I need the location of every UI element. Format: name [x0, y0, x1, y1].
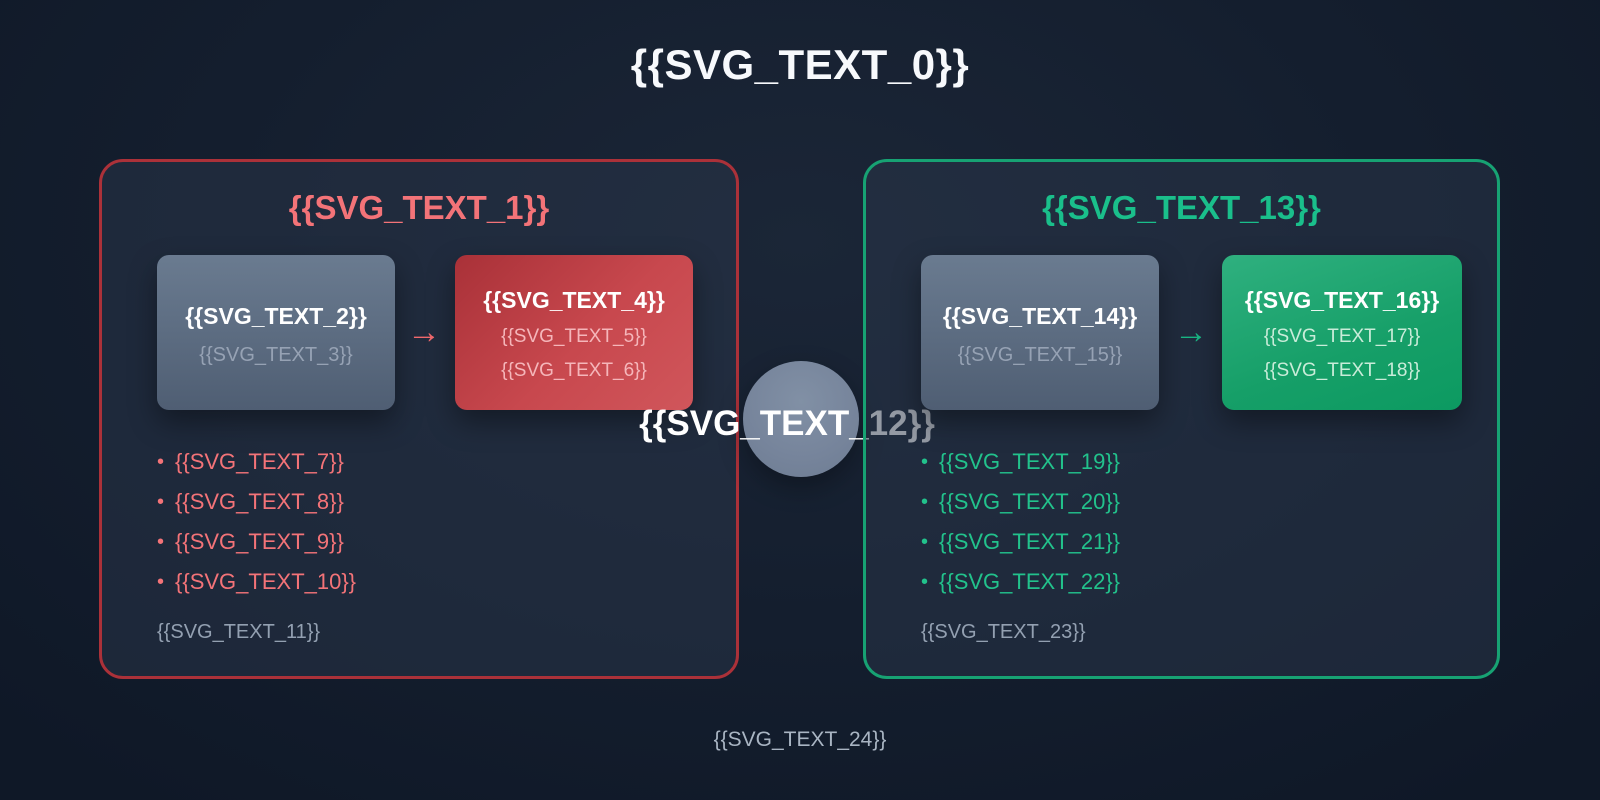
- right-panel-footnote: {{SVG_TEXT_23}}: [921, 621, 1086, 643]
- left-bullet-item: • {{SVG_TEXT_10}}: [157, 562, 706, 602]
- right-bullet-label: {{SVG_TEXT_22}}: [939, 569, 1121, 594]
- left-bullet-label: {{SVG_TEXT_9}}: [175, 529, 344, 554]
- bullet-dot-icon: •: [921, 451, 929, 473]
- right-output-card-line3: {{SVG_TEXT_18}}: [1263, 360, 1421, 381]
- right-comparison-panel: {{SVG_TEXT_13}} {{SVG_TEXT_14}} {{SVG_TE…: [863, 159, 1500, 679]
- bullet-dot-icon: •: [157, 451, 165, 473]
- left-panel-footnote: {{SVG_TEXT_11}}: [157, 621, 321, 643]
- right-bullet-item: • {{SVG_TEXT_21}}: [921, 522, 1467, 562]
- left-output-card-line2: {{SVG_TEXT_5}}: [501, 326, 647, 347]
- left-flow-arrow-icon: →: [407, 313, 441, 351]
- bullet-dot-icon: •: [921, 531, 929, 553]
- right-bullet-item: • {{SVG_TEXT_20}}: [921, 482, 1467, 522]
- bullet-dot-icon: •: [921, 571, 929, 593]
- left-input-card: {{SVG_TEXT_2}} {{SVG_TEXT_3}}: [157, 255, 395, 410]
- right-bullet-item: • {{SVG_TEXT_22}}: [921, 562, 1467, 602]
- right-input-card-title: {{SVG_TEXT_14}}: [942, 302, 1138, 329]
- vs-badge-circle: [743, 361, 859, 477]
- right-bullet-item: • {{SVG_TEXT_19}}: [921, 442, 1467, 482]
- right-bullet-label: {{SVG_TEXT_20}}: [939, 489, 1121, 514]
- right-bullet-label: {{SVG_TEXT_21}}: [939, 529, 1121, 554]
- right-bullet-label: {{SVG_TEXT_19}}: [939, 449, 1121, 474]
- bullet-dot-icon: •: [157, 531, 165, 553]
- bullet-dot-icon: •: [157, 491, 165, 513]
- left-input-card-subtitle: {{SVG_TEXT_3}}: [199, 343, 353, 366]
- left-bullet-label: {{SVG_TEXT_7}}: [175, 449, 344, 474]
- left-output-card-title: {{SVG_TEXT_4}}: [483, 287, 665, 313]
- left-comparison-panel: {{SVG_TEXT_1}} {{SVG_TEXT_2}} {{SVG_TEXT…: [99, 159, 739, 679]
- left-bullet-item: • {{SVG_TEXT_7}}: [157, 442, 706, 482]
- left-panel-title: {{SVG_TEXT_1}}: [288, 189, 550, 226]
- left-input-card-title: {{SVG_TEXT_2}}: [185, 302, 367, 329]
- right-output-card-line2: {{SVG_TEXT_17}}: [1263, 326, 1421, 347]
- bullet-dot-icon: •: [157, 571, 165, 593]
- left-output-card-line3: {{SVG_TEXT_6}}: [501, 360, 647, 381]
- right-input-card: {{SVG_TEXT_14}} {{SVG_TEXT_15}}: [921, 255, 1159, 410]
- right-output-card-title: {{SVG_TEXT_16}}: [1244, 287, 1440, 313]
- left-bullet-label: {{SVG_TEXT_8}}: [175, 489, 344, 514]
- right-output-card: {{SVG_TEXT_16}} {{SVG_TEXT_17}} {{SVG_TE…: [1222, 255, 1462, 410]
- bullet-dot-icon: •: [921, 491, 929, 513]
- page-title: {{SVG_TEXT_0}}: [630, 41, 970, 88]
- bottom-caption: {{SVG_TEXT_24}}: [713, 728, 887, 751]
- right-input-card-subtitle: {{SVG_TEXT_15}}: [957, 343, 1123, 366]
- left-output-card: {{SVG_TEXT_4}} {{SVG_TEXT_5}} {{SVG_TEXT…: [455, 255, 693, 410]
- right-flow-arrow-icon: →: [1174, 313, 1208, 351]
- left-bullet-label: {{SVG_TEXT_10}}: [175, 569, 357, 594]
- left-bullet-item: • {{SVG_TEXT_9}}: [157, 522, 706, 562]
- left-bullet-item: • {{SVG_TEXT_8}}: [157, 482, 706, 522]
- right-panel-title: {{SVG_TEXT_13}}: [1042, 189, 1321, 226]
